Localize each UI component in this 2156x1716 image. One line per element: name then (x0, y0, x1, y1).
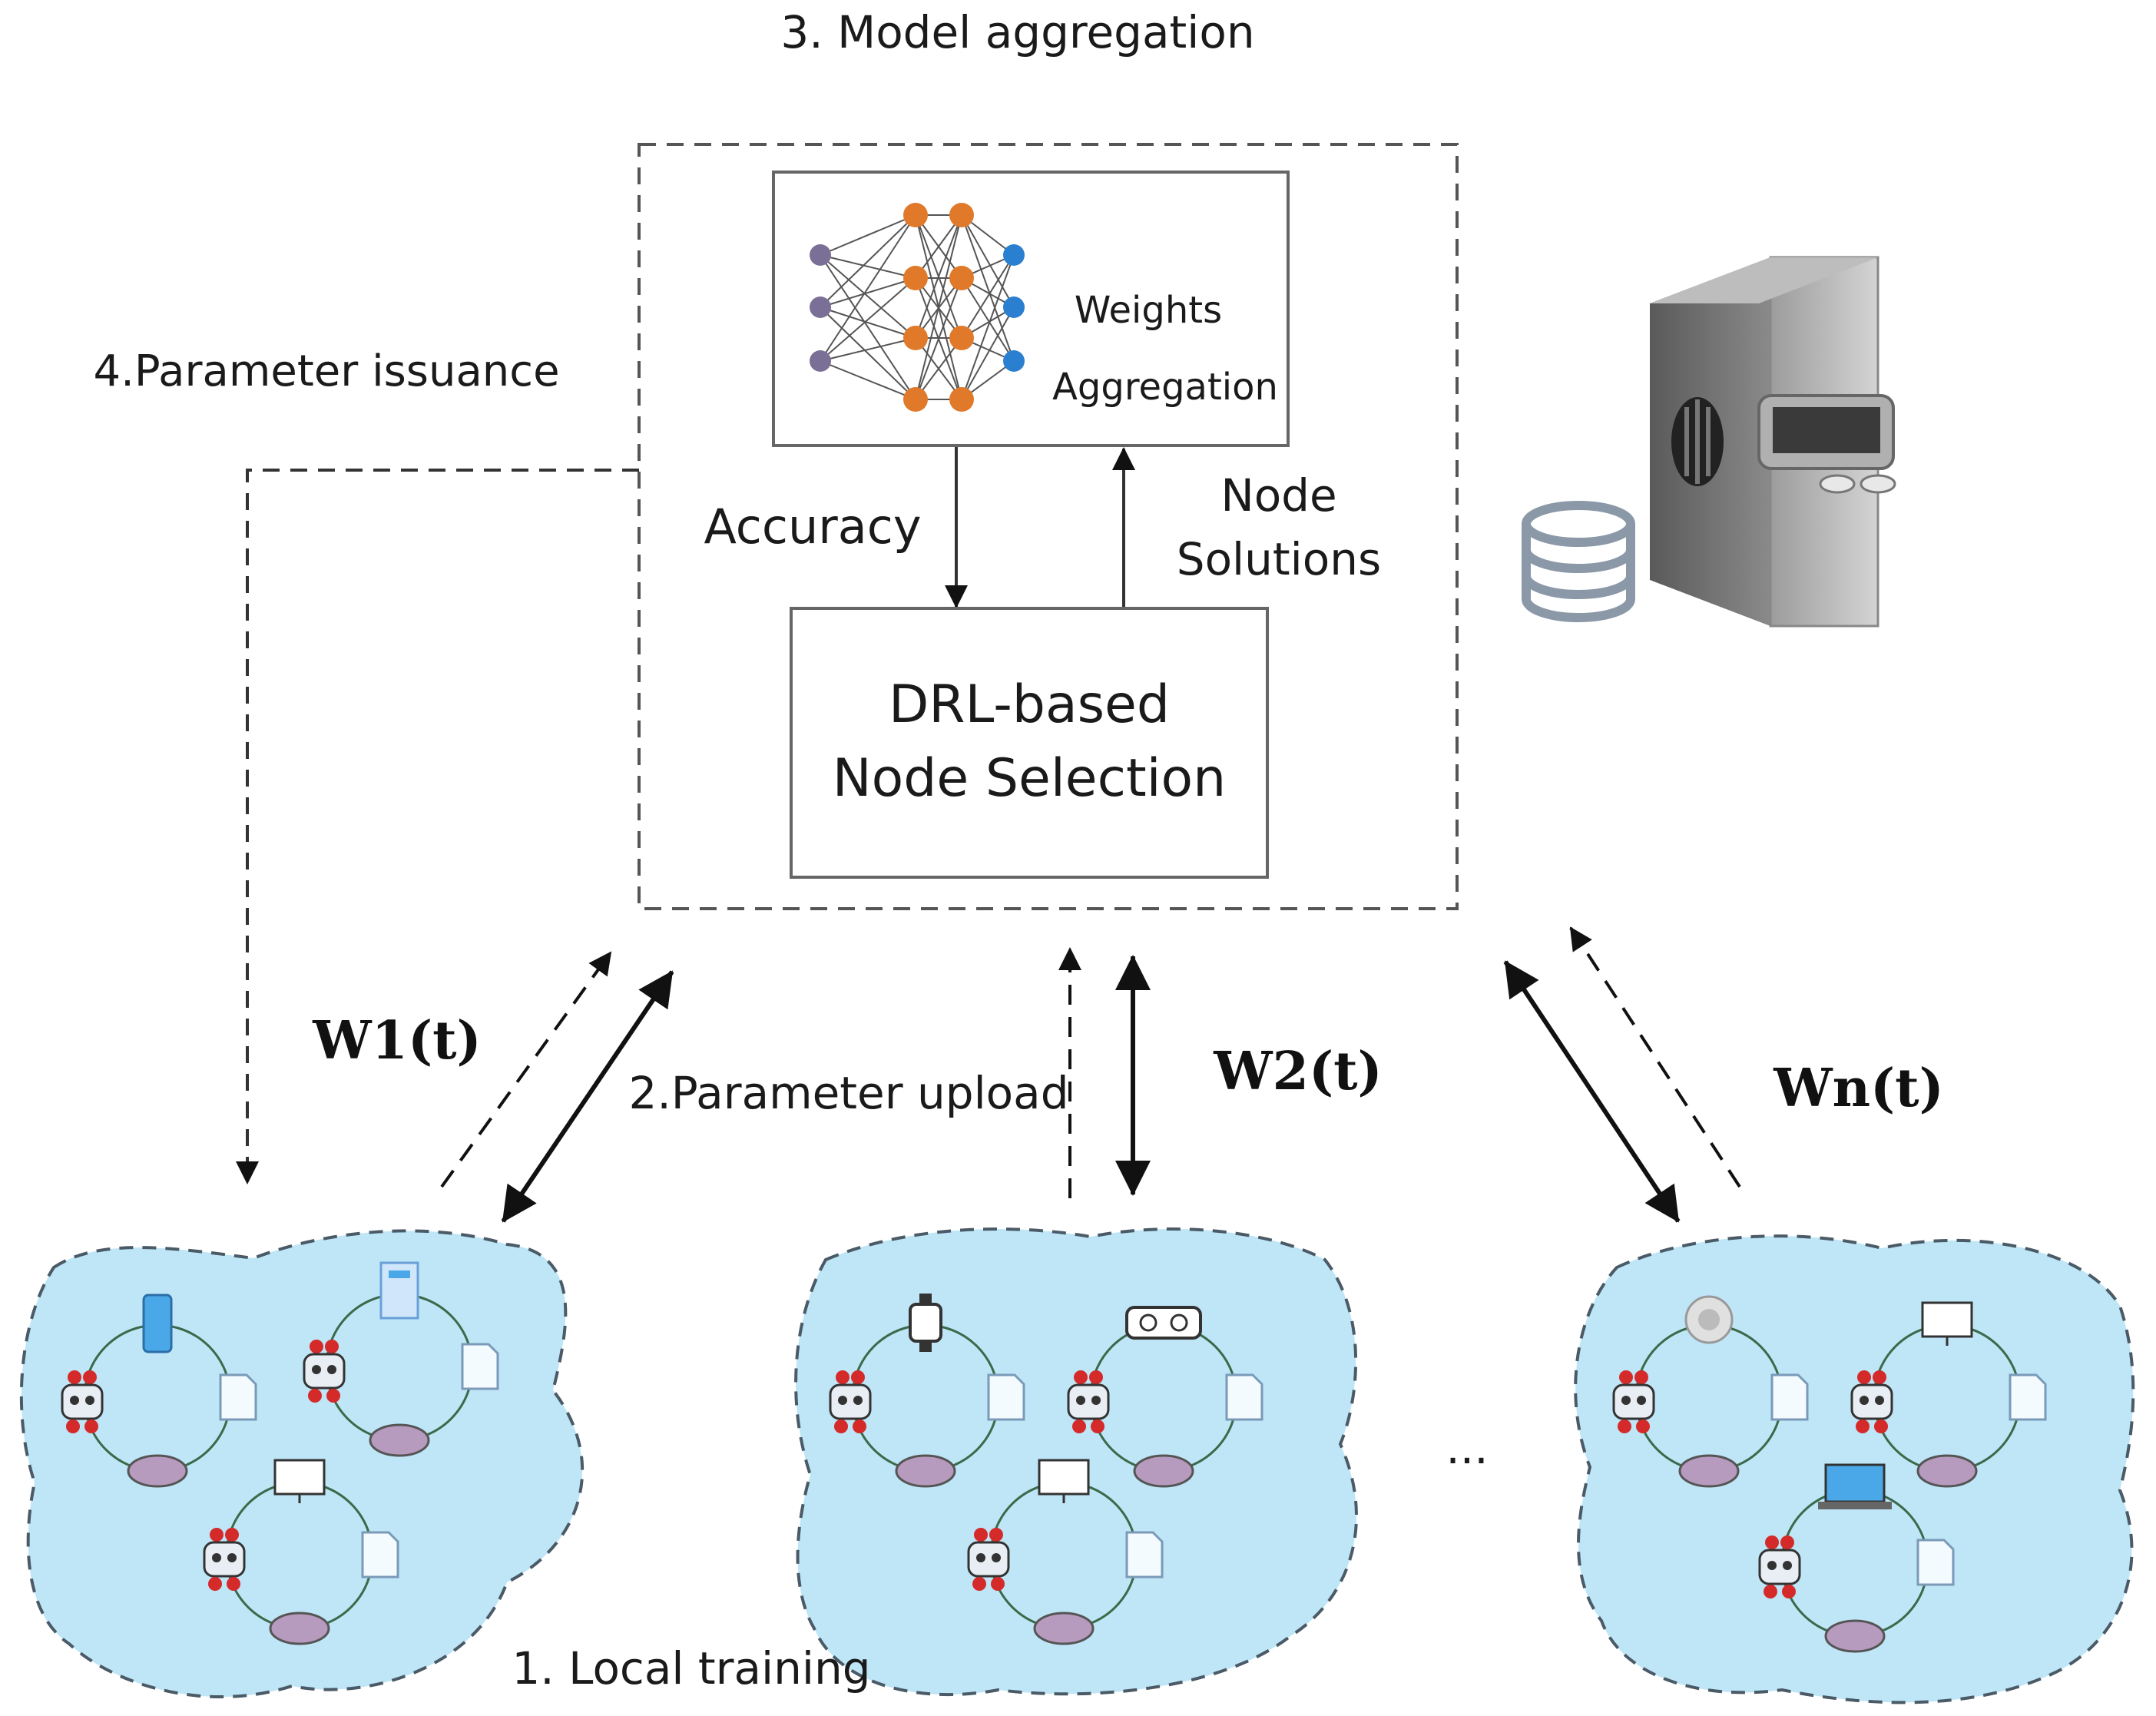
wn-label: Wn(t) (1773, 1058, 1944, 1119)
w2-label: W2(t) (1213, 1041, 1382, 1102)
training-node (1850, 1301, 2047, 1488)
drl-node-selection-box (790, 607, 1269, 879)
accuracy-label: Accuracy (704, 499, 921, 555)
local-training-nodes (61, 1261, 2047, 1653)
model-aggregation-label: 3. Model aggregation (780, 6, 1254, 58)
aggregation-server-box (638, 143, 1459, 910)
training-node (1758, 1463, 1955, 1653)
upload-arrow-n (1569, 926, 1741, 1188)
drl-label-line2: Node Selection (833, 748, 1226, 809)
training-node (61, 1294, 257, 1488)
aggregation-label: Aggregation (1052, 366, 1278, 409)
w1-label: W1(t) (312, 1010, 481, 1072)
server-tower-icon (1650, 256, 1896, 628)
training-node (1067, 1306, 1263, 1488)
database-icon (1522, 501, 1635, 622)
exchange-arrow-1 (501, 970, 674, 1223)
parameter-issuance-arrow (236, 469, 639, 1184)
ellipsis-label: ... (1446, 1422, 1488, 1474)
local-training-label: 1. Local training (512, 1642, 870, 1694)
training-node (303, 1261, 499, 1457)
parameter-issuance-label: 4.Parameter issuance (93, 346, 559, 396)
neural-network-icon (810, 203, 1025, 412)
training-node (203, 1459, 399, 1645)
exchange-arrow-n (1503, 960, 1681, 1223)
training-node (829, 1294, 1025, 1488)
node-label: Node (1220, 469, 1336, 522)
solutions-label: Solutions (1177, 533, 1382, 585)
training-node (967, 1459, 1164, 1645)
training-node (1612, 1295, 1809, 1488)
parameter-upload-label: 2.Parameter upload (628, 1067, 1068, 1119)
weights-aggregation-box (772, 171, 1290, 447)
weights-label: Weights (1075, 289, 1222, 332)
drl-label-line1: DRL-based (889, 674, 1170, 735)
